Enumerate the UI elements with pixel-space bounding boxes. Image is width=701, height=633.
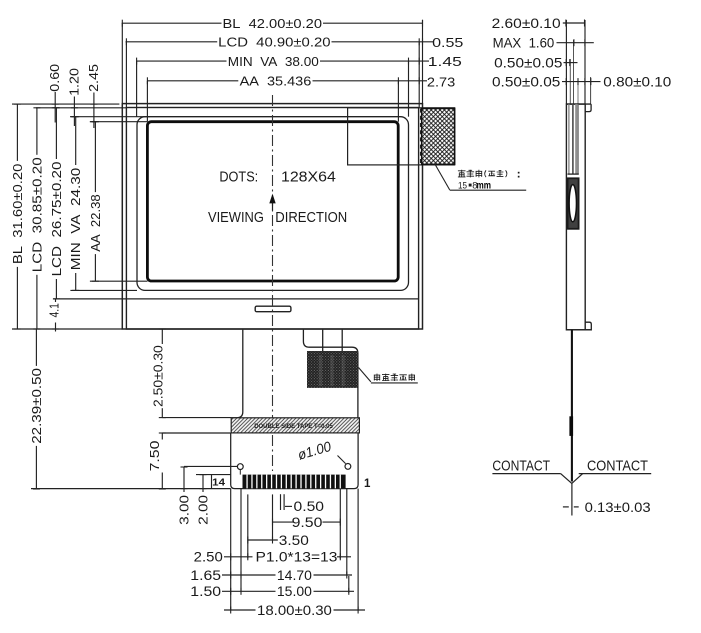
- svg-text:1.45: 1.45: [428, 55, 462, 69]
- svg-text:MIN VA 24.30: MIN VA 24.30: [69, 168, 83, 271]
- svg-text:15: 15: [458, 181, 467, 192]
- svg-text:22.39±0.50: 22.39±0.50: [30, 368, 44, 444]
- svg-text:ø1.00: ø1.00: [296, 438, 333, 463]
- svg-text:2.00: 2.00: [197, 495, 211, 525]
- svg-text:0.50±0.05: 0.50±0.05: [492, 73, 561, 89]
- svg-text:BL 31.60±0.20: BL 31.60±0.20: [11, 164, 25, 265]
- svg-text:128X64: 128X64: [281, 170, 336, 186]
- svg-text:MIN VA 38.00: MIN VA 38.00: [228, 55, 319, 69]
- svg-text:0.13±0.03: 0.13±0.03: [585, 499, 651, 515]
- svg-text:2.50±0.30: 2.50±0.30: [151, 345, 165, 407]
- svg-text:15.00: 15.00: [277, 583, 312, 599]
- svg-text:MAX 1.60: MAX 1.60: [493, 35, 555, 51]
- svg-text:2.73: 2.73: [427, 76, 455, 90]
- svg-text:2.60±0.10: 2.60±0.10: [492, 15, 561, 31]
- svg-text:0.60: 0.60: [48, 64, 62, 92]
- svg-text:CONTACT: CONTACT: [492, 457, 550, 474]
- svg-text:LCD 30.85±0.20: LCD 30.85±0.20: [30, 157, 44, 272]
- svg-text:3.00: 3.00: [178, 495, 192, 525]
- svg-text:18.00±0.30: 18.00±0.30: [257, 602, 332, 618]
- svg-text:DIRECTION: DIRECTION: [275, 210, 347, 226]
- svg-text:CONTACT: CONTACT: [587, 457, 648, 474]
- svg-text:3.50: 3.50: [279, 532, 309, 548]
- svg-text:4.1: 4.1: [47, 303, 61, 318]
- svg-text:DOUBLE SIDE TAPE T=0.05: DOUBLE SIDE TAPE T=0.05: [254, 423, 333, 430]
- svg-text:2.50: 2.50: [194, 549, 223, 565]
- svg-text:VIEWING: VIEWING: [208, 210, 264, 226]
- svg-text:14: 14: [212, 478, 225, 489]
- svg-text:1.20: 1.20: [67, 68, 81, 96]
- svg-text:9.50: 9.50: [292, 514, 323, 530]
- svg-text:14.70: 14.70: [277, 567, 312, 583]
- svg-text:1.50: 1.50: [190, 583, 221, 599]
- svg-text:0.55: 0.55: [432, 36, 463, 50]
- svg-text:AA 22.38: AA 22.38: [89, 194, 103, 251]
- svg-text:7.50: 7.50: [148, 441, 162, 472]
- svg-text:1.65: 1.65: [190, 567, 221, 583]
- svg-text:AA 35.436: AA 35.436: [240, 75, 312, 89]
- svg-text:mm: mm: [477, 180, 492, 192]
- svg-text:0.50: 0.50: [294, 498, 325, 514]
- svg-text:2.45: 2.45: [87, 64, 101, 92]
- svg-text:BL 42.00±0.20: BL 42.00±0.20: [223, 17, 323, 31]
- svg-text:LCD 40.90±0.20: LCD 40.90±0.20: [218, 36, 330, 50]
- svg-text:8: 8: [472, 181, 477, 192]
- svg-text:1: 1: [364, 478, 371, 490]
- svg-text:0.80±0.10: 0.80±0.10: [603, 73, 671, 89]
- svg-text:P1.0*13=13: P1.0*13=13: [256, 549, 338, 565]
- svg-text:LCD 26.75±0.20: LCD 26.75±0.20: [50, 161, 64, 276]
- svg-text:0.50±0.05: 0.50±0.05: [494, 54, 563, 70]
- svg-text:DOTS:: DOTS:: [219, 170, 258, 186]
